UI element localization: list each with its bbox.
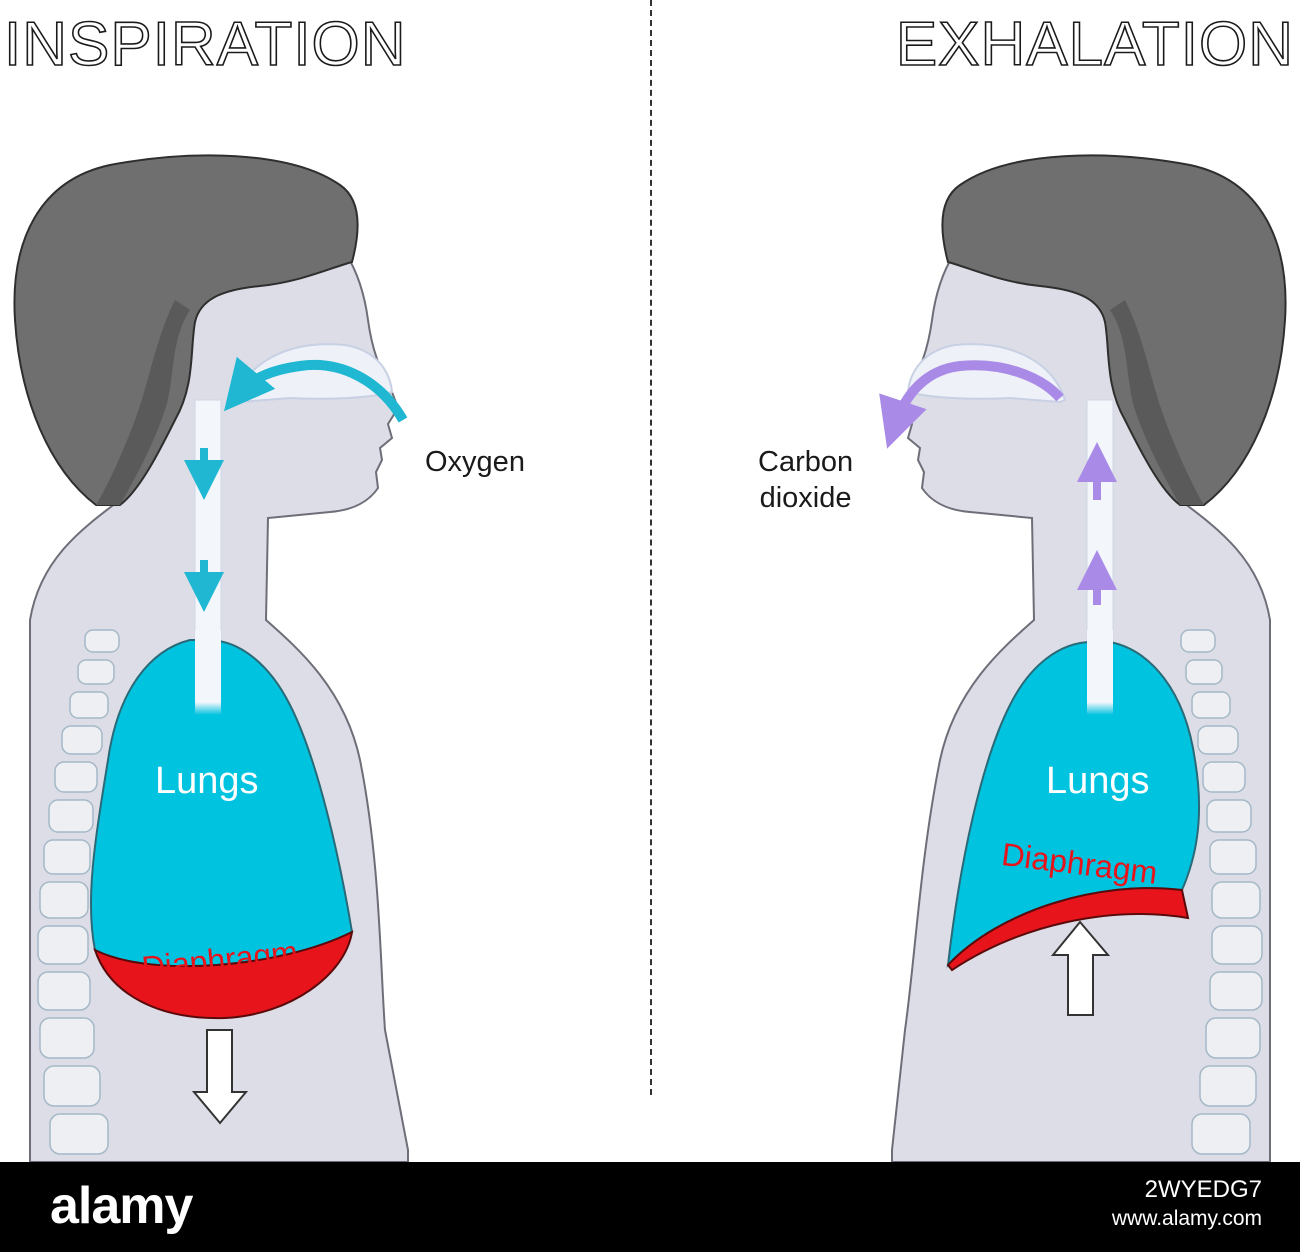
oxygen-label: Oxygen bbox=[425, 446, 525, 478]
footer-url: www.alamy.com bbox=[1111, 1207, 1262, 1231]
left-diaphragm-down-arrow bbox=[191, 1029, 249, 1125]
right-co2-flow-curve bbox=[879, 360, 1064, 449]
right-nasal-cavity bbox=[906, 343, 1067, 404]
left-hair-shade bbox=[96, 300, 190, 505]
left-diaphragm bbox=[93, 930, 354, 1020]
left-hair bbox=[13, 154, 359, 506]
title-inspiration: INSPIRATION bbox=[3, 10, 407, 79]
left-spine bbox=[37, 629, 120, 1155]
right-diaphragm-up-arrow bbox=[1050, 920, 1111, 1016]
right-hair bbox=[941, 154, 1287, 506]
footer-logo: alamy bbox=[50, 1177, 193, 1235]
carbon-dioxide-label-line2: dioxide bbox=[759, 482, 852, 515]
center-divider bbox=[650, 0, 652, 1095]
left-lungs-label: Lungs bbox=[155, 760, 259, 802]
left-figure bbox=[13, 154, 409, 1162]
left-oxygen-flow-curve bbox=[223, 356, 408, 423]
diagram-art bbox=[13, 154, 1287, 1162]
right-lungs-label: Lungs bbox=[1046, 760, 1150, 802]
right-hair-shade bbox=[1110, 300, 1204, 505]
footer-image-info: 2WYEDG7 www.alamy.com bbox=[1112, 1174, 1262, 1232]
carbon-dioxide-label: Carbon dioxide bbox=[758, 444, 853, 517]
title-exhalation: EXHALATION bbox=[895, 10, 1294, 79]
right-spine bbox=[1180, 629, 1263, 1155]
footer-bar: alamy 2WYEDG7 www.alamy.com bbox=[0, 1162, 1300, 1252]
right-diaphragm bbox=[946, 887, 1190, 972]
footer-image-id: 2WYEDG7 bbox=[1144, 1176, 1262, 1203]
right-figure bbox=[879, 154, 1287, 1162]
carbon-dioxide-label-line1: Carbon bbox=[758, 446, 854, 478]
